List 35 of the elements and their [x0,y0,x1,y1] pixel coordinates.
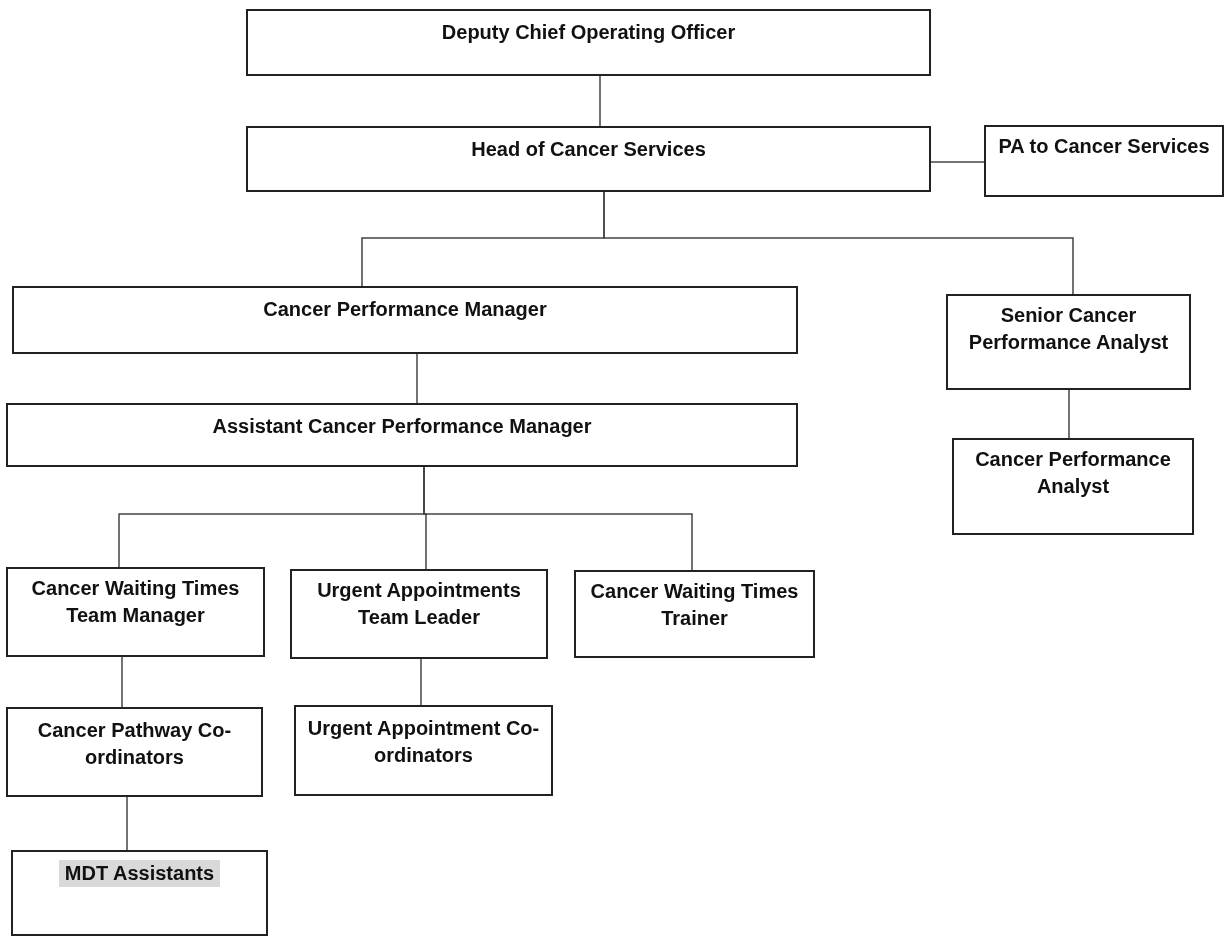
role-title: Senior Cancer Performance Analyst [967,303,1170,355]
connector-line [1068,389,1070,439]
role-box [6,567,265,657]
role-box [946,294,1191,390]
role-title: PA to Cancer Services [997,134,1211,159]
connector-line [420,658,422,706]
role-title: Head of Cancer Services [470,137,707,162]
role-title: Cancer Performance Analyst [974,447,1172,499]
role-box [6,707,263,797]
role-title: Urgent Appointments Team Leader [316,578,522,630]
connector-line [423,466,693,571]
role-box [984,125,1224,197]
role-title: Cancer Waiting Times Trainer [589,579,800,631]
role-title: Urgent Appointment Co-ordinators [306,716,541,768]
role-box [290,569,548,659]
role-box [11,850,268,936]
role-box [952,438,1194,535]
role-title: Cancer Waiting Times Team Manager [30,576,241,628]
role-box [574,570,815,658]
role-title: Assistant Cancer Performance Manager [211,414,593,439]
role-title: Cancer Pathway Co-ordinators [36,718,233,770]
role-title: MDT Assistants [58,860,221,887]
role-box [294,705,553,796]
connector-line [126,796,128,851]
role-title: Deputy Chief Operating Officer [440,20,737,45]
connector-line [930,161,985,163]
role-box [12,286,798,354]
role-title: Cancer Performance Manager [262,297,548,322]
connector-line [121,656,123,708]
connector-line [599,75,601,127]
role-box [6,403,798,467]
role-box [246,9,931,76]
connector-line [416,353,418,404]
connector-line [603,191,1074,295]
role-box [246,126,931,192]
